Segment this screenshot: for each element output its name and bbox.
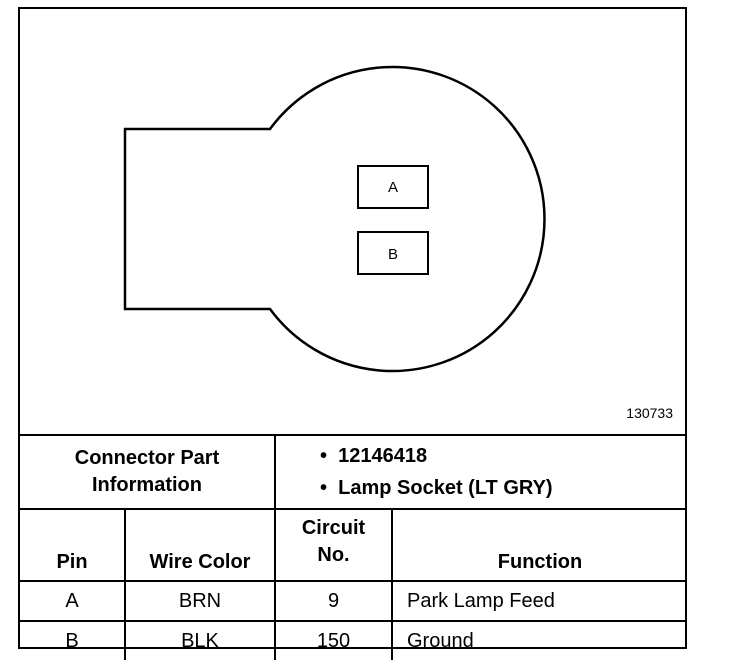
cell-circuit: 150 xyxy=(274,620,393,660)
part-info-heading-line2: Information xyxy=(92,474,202,496)
cell-function: Ground xyxy=(391,620,687,660)
connector-outline xyxy=(123,65,546,373)
cell-circuit: 9 xyxy=(274,580,393,622)
connector-diagram-frame: A B 130733 Connector Part Information • … xyxy=(18,7,687,660)
table-row: A BRN 9 Park Lamp Feed xyxy=(20,580,687,622)
cell-pin: B xyxy=(20,620,126,660)
connector-face-drawing: A B xyxy=(123,65,546,373)
cell-pin: A xyxy=(20,580,126,622)
table-row: B BLK 150 Ground xyxy=(20,620,687,660)
connector-info-table: Connector Part Information • 12146418 • … xyxy=(20,434,687,660)
part-info-heading: Connector Part Information xyxy=(20,434,276,510)
part-description: • Lamp Socket (LT GRY) xyxy=(320,477,553,499)
pin-a-label: A xyxy=(388,179,398,196)
cell-wire-color: BLK xyxy=(124,620,276,660)
part-number: • 12146418 xyxy=(320,445,428,467)
pin-b-cavity xyxy=(357,231,429,275)
part-info-row: Connector Part Information • 12146418 • … xyxy=(20,434,687,510)
cell-wire-color: BRN xyxy=(124,580,276,622)
col-header-function: Function xyxy=(391,508,687,582)
pin-b-label: B xyxy=(388,246,398,263)
figure-number: 130733 xyxy=(626,405,673,421)
cell-function: Park Lamp Feed xyxy=(391,580,687,622)
col-header-wire-color: Wire Color xyxy=(124,508,276,582)
col-header-circuit: Circuit No. xyxy=(274,508,393,582)
pin-a-cavity xyxy=(357,165,429,209)
part-info-heading-line1: Connector Part xyxy=(74,447,220,469)
col-header-pin: Pin xyxy=(20,508,126,582)
column-header-row: Pin Wire Color Circuit No. Function xyxy=(20,508,687,582)
part-info-values: • 12146418 • Lamp Socket (LT GRY) xyxy=(274,434,687,510)
